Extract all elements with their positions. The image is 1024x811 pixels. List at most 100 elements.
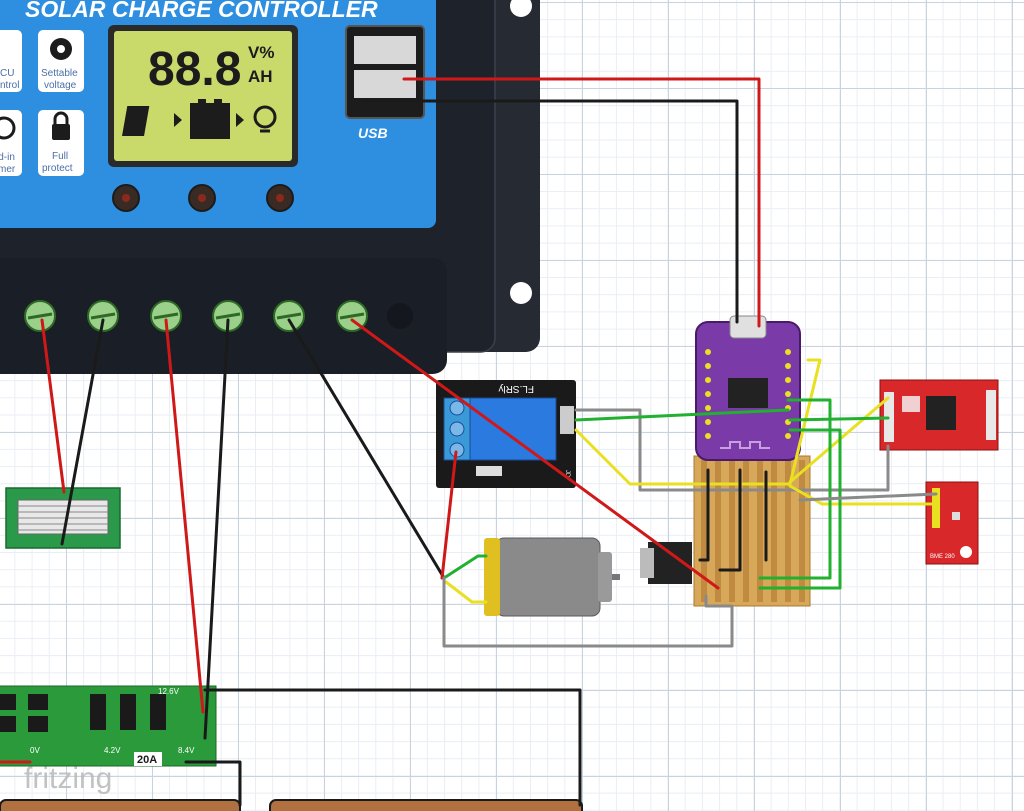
relay-terminal-screw-3[interactable]: [449, 442, 465, 458]
solar-panel-cell: [17, 499, 109, 535]
gear-icon: [50, 38, 72, 60]
mcu-antenna: [720, 441, 770, 449]
arrow-right-icon: [174, 113, 182, 127]
wire-relay-gray: [574, 408, 890, 492]
knob-2[interactable]: [188, 184, 216, 212]
battery-cell-2: [269, 799, 583, 811]
solar-panel-grid-lines: [18, 505, 108, 531]
mcu-label-1: CU: [0, 68, 14, 79]
terminal-screw-1[interactable]: [24, 300, 56, 332]
mcu-pin-header-left: [705, 349, 711, 439]
microcontroller-board: [695, 315, 801, 461]
wire-battery-negative: [203, 318, 230, 740]
mcu-label-2: ntrol: [0, 80, 19, 91]
solar-charge-controller: SOLAR CHARGE CONTROLLER 88.8 V% AH CU nt…: [0, 0, 540, 374]
wire-strip-black-1: [698, 468, 710, 562]
settable-label-1: Settable: [41, 68, 78, 79]
wire-load-negative: [287, 318, 446, 580]
usb-port-2[interactable]: [354, 70, 416, 98]
wire-sensor-green-3: [758, 428, 842, 590]
battery-cell-1: [0, 799, 241, 811]
usb-label: USB: [358, 125, 388, 141]
wire-relay-green: [574, 408, 790, 422]
load-cell-amplifier: [879, 379, 999, 451]
terminal-screw-3[interactable]: [150, 300, 182, 332]
terminal-screws: [24, 300, 413, 332]
regulator-tab: [640, 548, 654, 578]
settable-voltage-button[interactable]: [38, 30, 84, 92]
wire-bms-battery-2: [184, 760, 242, 807]
motor-shaft: [612, 574, 620, 580]
amplifier-pins-right[interactable]: [986, 390, 996, 440]
bme280-pins[interactable]: [932, 488, 940, 528]
protect-label-1: Full: [52, 151, 68, 162]
motor-endcap: [484, 538, 500, 616]
clock-icon: [0, 116, 16, 140]
bms-current-badge: [134, 752, 162, 766]
bms-label-mid: 4.2V: [104, 746, 121, 755]
terminal-screw-6[interactable]: [336, 300, 368, 332]
wire-sensor-green-1: [788, 416, 890, 422]
wire-battery-positive: [164, 318, 205, 714]
sun-panel-icon: [122, 106, 150, 136]
relay-terminal-screw-1[interactable]: [449, 400, 465, 416]
wire-strip-black-2: [718, 468, 742, 572]
bme280-label: BME 280: [930, 554, 955, 560]
terminal-screw-5[interactable]: [273, 300, 305, 332]
timer-button[interactable]: [0, 110, 22, 176]
wire-usb-gnd: [362, 99, 739, 324]
terminal-screw-2[interactable]: [87, 300, 119, 332]
relay-diode: [476, 466, 502, 476]
bms-board: 12.6V 4.2V 0V 8.4V 20A: [0, 685, 217, 767]
wire-ground-loop: [442, 576, 734, 648]
battery-icon: [190, 99, 230, 139]
relay-pin-label: JD: [564, 470, 570, 478]
relay-cube: [467, 397, 557, 461]
amplifier-chip: [926, 396, 956, 430]
bms-label-top: 12.6V: [158, 687, 180, 696]
bme280-sensor: BME 280: [925, 481, 979, 565]
motor-can: [495, 537, 601, 617]
motor-front: [598, 552, 612, 602]
relay-terminal-screw-2[interactable]: [449, 421, 465, 437]
wire-sensor-gray: [798, 492, 938, 502]
terminal-screw-4[interactable]: [212, 300, 244, 332]
mounting-hole-bottom: [510, 282, 532, 304]
mounting-hole-top: [510, 0, 532, 17]
knob-1[interactable]: [112, 184, 140, 212]
wire-motor-green: [442, 554, 488, 580]
bulb-icon: [253, 105, 277, 133]
knob-3[interactable]: [266, 184, 294, 212]
amplifier-component: [902, 396, 920, 412]
wire-panel-negative: [60, 318, 105, 546]
wire-bms-battery-1: [203, 688, 582, 807]
timer-label-1: ld-in: [0, 152, 15, 163]
dc-motor: [484, 537, 620, 617]
bme280-mount-hole: [960, 546, 972, 558]
full-protect-button[interactable]: [38, 110, 84, 176]
terminal-hole: [387, 303, 413, 329]
wire-panel-positive: [40, 318, 66, 494]
timer-label-2: mer: [0, 164, 16, 175]
protect-label-2: protect: [42, 163, 73, 174]
fritzing-watermark: fritzing: [24, 762, 112, 795]
wire-sensor-green-2: [758, 398, 832, 580]
settable-label-2: voltage: [44, 80, 77, 91]
controller-title: SOLAR CHARGE CONTROLLER: [25, 0, 378, 22]
lcd-screen: [114, 31, 292, 161]
relay-header-pins[interactable]: [560, 406, 574, 434]
wire-sensor-yellow-2: [788, 484, 938, 506]
usb-port-1[interactable]: [354, 36, 416, 64]
voltage-regulator: [640, 542, 692, 584]
mcu-usb-port[interactable]: [729, 315, 767, 339]
wire-load-positive: [350, 318, 720, 590]
lcd-digits: 88.8: [148, 43, 241, 96]
wire-motor-yellow: [444, 580, 488, 604]
wire-relay-motor: [440, 450, 458, 580]
mcu-control-button[interactable]: [0, 30, 22, 92]
bms-label-right: 8.4V: [178, 746, 195, 755]
mcu-chip: [728, 378, 768, 408]
wire-usb-5v: [402, 77, 761, 328]
lock-icon: [52, 111, 70, 140]
wire-relay-yellow: [574, 358, 822, 486]
